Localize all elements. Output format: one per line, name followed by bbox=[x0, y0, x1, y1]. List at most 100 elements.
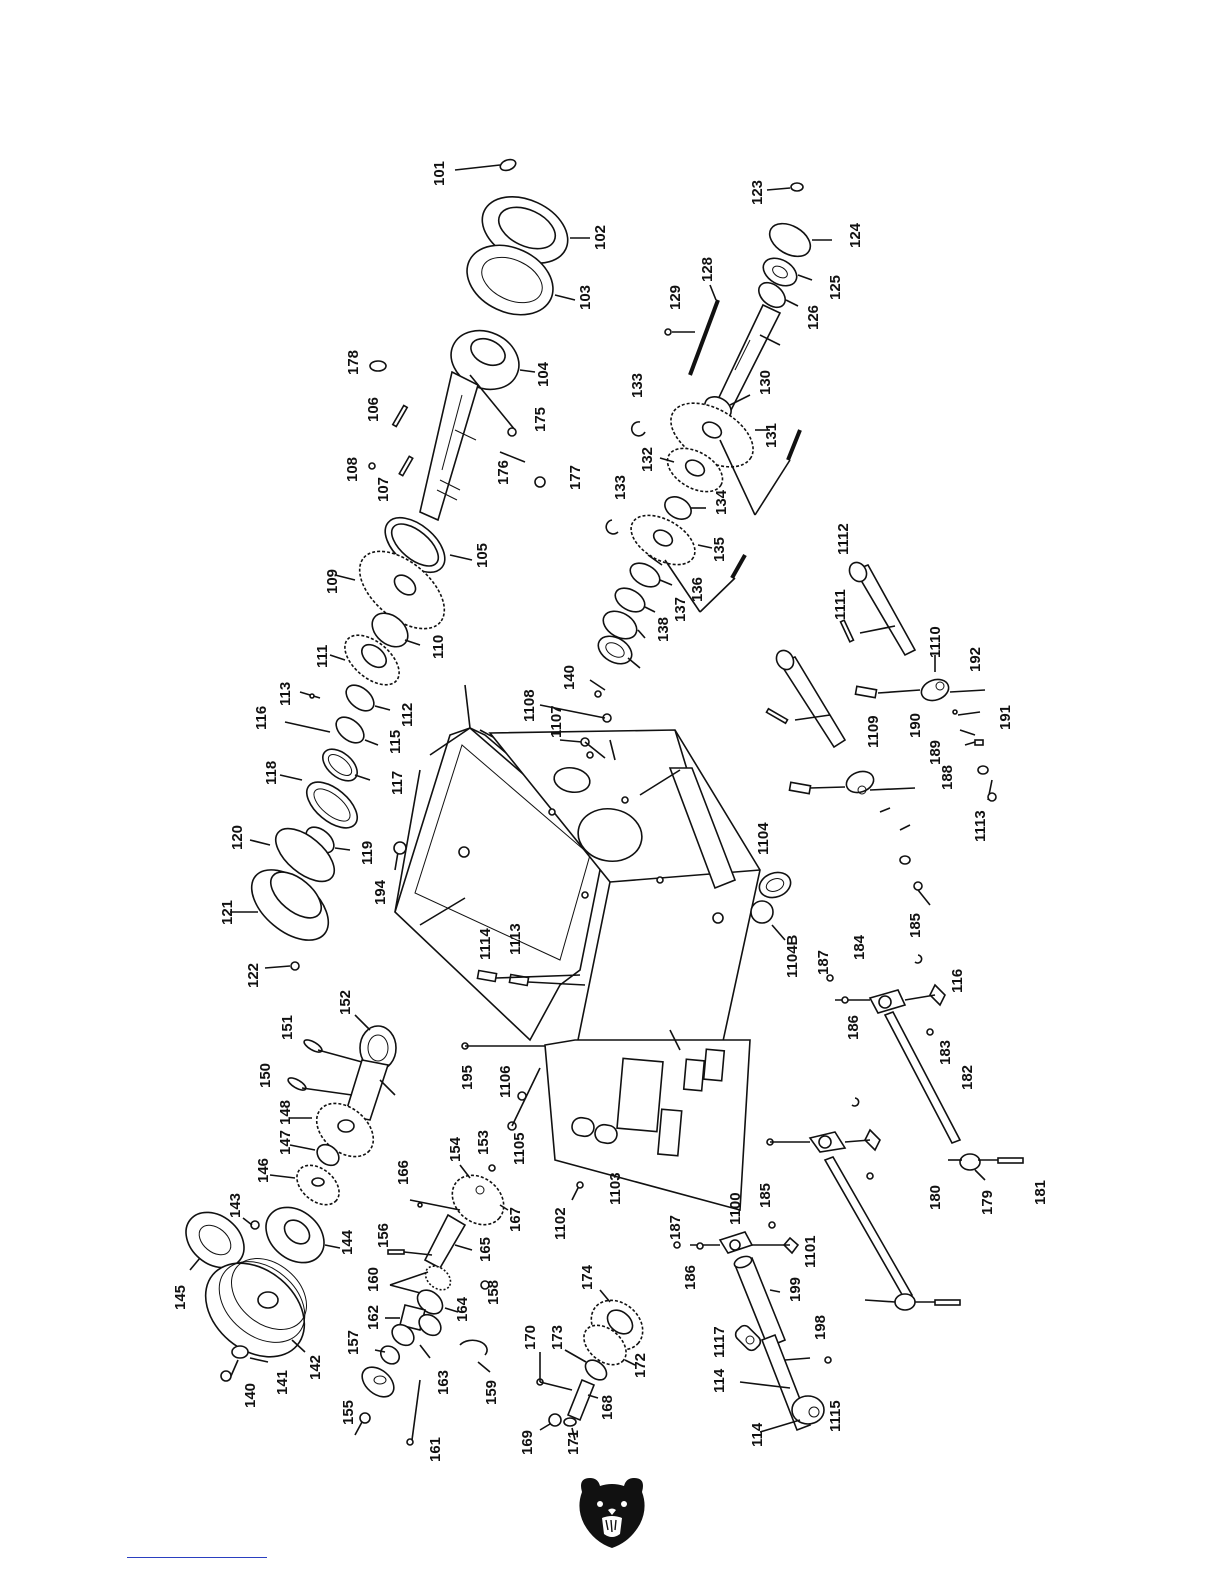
label-188: 188 bbox=[939, 765, 956, 790]
label-1110: 1110 bbox=[927, 626, 944, 658]
label-145: 145 bbox=[172, 1285, 189, 1310]
label-168: 168 bbox=[599, 1395, 616, 1420]
label-114b: 114 bbox=[749, 1422, 766, 1447]
label-1113a: 1113 bbox=[507, 923, 524, 955]
label-179: 179 bbox=[979, 1190, 996, 1215]
label-138: 138 bbox=[655, 617, 672, 642]
label-128: 128 bbox=[699, 257, 716, 282]
feed-gear-assembly bbox=[354, 1164, 509, 1446]
label-109: 109 bbox=[324, 569, 341, 594]
label-162: 162 bbox=[365, 1305, 382, 1330]
label-105: 105 bbox=[474, 543, 491, 568]
label-178: 178 bbox=[345, 350, 362, 375]
label-1107: 1107 bbox=[548, 705, 565, 738]
spindle-assembly bbox=[230, 158, 590, 971]
label-186a: 186 bbox=[845, 1015, 862, 1040]
label-143: 143 bbox=[227, 1193, 244, 1218]
label-174: 174 bbox=[579, 1264, 596, 1290]
label-1106: 1106 bbox=[497, 1065, 514, 1098]
part-number-labels: 101 102 103 104 105 106 107 108 109 110 … bbox=[172, 161, 1049, 1462]
label-1108: 1108 bbox=[521, 689, 538, 722]
label-185b: 185 bbox=[757, 1183, 774, 1208]
output-gear-assembly bbox=[536, 1289, 644, 1441]
label-198: 198 bbox=[812, 1315, 829, 1340]
label-148: 148 bbox=[277, 1100, 294, 1125]
label-164: 164 bbox=[454, 1296, 471, 1322]
label-195: 195 bbox=[459, 1065, 476, 1090]
label-189: 189 bbox=[927, 740, 944, 765]
label-1117: 1117 bbox=[711, 1326, 728, 1358]
label-115: 115 bbox=[387, 730, 404, 754]
label-106: 106 bbox=[365, 397, 382, 422]
label-119: 119 bbox=[359, 841, 376, 865]
label-187a: 187 bbox=[815, 950, 832, 975]
label-158: 158 bbox=[485, 1280, 502, 1305]
label-104: 104 bbox=[535, 361, 552, 387]
label-170: 170 bbox=[522, 1325, 539, 1350]
label-113: 113 bbox=[277, 682, 294, 706]
label-133a: 133 bbox=[629, 373, 646, 398]
label-1103: 1103 bbox=[607, 1172, 624, 1205]
label-184: 184 bbox=[851, 934, 868, 960]
label-130: 130 bbox=[757, 370, 774, 395]
label-177: 177 bbox=[567, 465, 584, 490]
label-182: 182 bbox=[959, 1065, 976, 1090]
label-153: 153 bbox=[475, 1130, 492, 1155]
label-176: 176 bbox=[495, 460, 512, 485]
label-161: 161 bbox=[427, 1437, 444, 1462]
label-1109: 1109 bbox=[865, 715, 882, 748]
label-112: 112 bbox=[399, 703, 416, 727]
label-1111: 1111 bbox=[832, 589, 849, 620]
label-156: 156 bbox=[375, 1223, 392, 1248]
label-1112: 1112 bbox=[835, 523, 852, 555]
label-199: 199 bbox=[787, 1277, 804, 1302]
label-144: 144 bbox=[339, 1229, 356, 1255]
label-142: 142 bbox=[307, 1355, 324, 1380]
label-146: 146 bbox=[255, 1158, 272, 1183]
label-133b: 133 bbox=[612, 475, 629, 500]
label-147: 147 bbox=[277, 1130, 294, 1155]
label-190: 190 bbox=[907, 713, 924, 738]
label-185a: 185 bbox=[907, 913, 924, 938]
label-150: 150 bbox=[257, 1063, 274, 1088]
label-154: 154 bbox=[447, 1136, 464, 1162]
label-181: 181 bbox=[1032, 1180, 1049, 1205]
label-134: 134 bbox=[713, 489, 730, 515]
input-shaft-assembly bbox=[185, 1014, 397, 1382]
bear-head-icon bbox=[579, 1478, 645, 1548]
label-137: 137 bbox=[672, 597, 689, 622]
label-122: 122 bbox=[245, 963, 262, 988]
label-110: 110 bbox=[430, 635, 447, 659]
label-1104: 1104 bbox=[755, 822, 772, 855]
label-187b: 187 bbox=[667, 1215, 684, 1240]
label-103: 103 bbox=[577, 285, 594, 310]
label-171: 171 bbox=[565, 1430, 582, 1455]
label-126: 126 bbox=[805, 305, 822, 330]
label-155: 155 bbox=[340, 1400, 357, 1425]
label-132: 132 bbox=[639, 447, 656, 472]
label-165: 165 bbox=[477, 1237, 494, 1262]
label-192: 192 bbox=[967, 647, 984, 672]
label-118: 118 bbox=[263, 761, 280, 785]
gearbox-housing bbox=[393, 684, 792, 1212]
label-1104B: 1104B bbox=[784, 934, 801, 978]
label-101: 101 bbox=[431, 161, 448, 186]
label-116b: 116 bbox=[949, 969, 966, 993]
label-116a: 116 bbox=[253, 706, 270, 730]
label-186b: 186 bbox=[682, 1265, 699, 1290]
label-111: 111 bbox=[314, 645, 331, 668]
label-125: 125 bbox=[827, 275, 844, 300]
label-120: 120 bbox=[229, 825, 246, 850]
label-151: 151 bbox=[279, 1015, 296, 1040]
label-173: 173 bbox=[549, 1325, 566, 1350]
label-163: 163 bbox=[435, 1370, 452, 1395]
label-194: 194 bbox=[372, 879, 389, 905]
label-175: 175 bbox=[532, 407, 549, 432]
label-169: 169 bbox=[519, 1430, 536, 1455]
label-1114: 1114 bbox=[477, 928, 494, 960]
label-1100: 1100 bbox=[727, 1192, 744, 1225]
label-1113b: 1113 bbox=[972, 810, 989, 842]
label-114a: 114 bbox=[711, 1368, 728, 1393]
label-117: 117 bbox=[389, 771, 406, 795]
